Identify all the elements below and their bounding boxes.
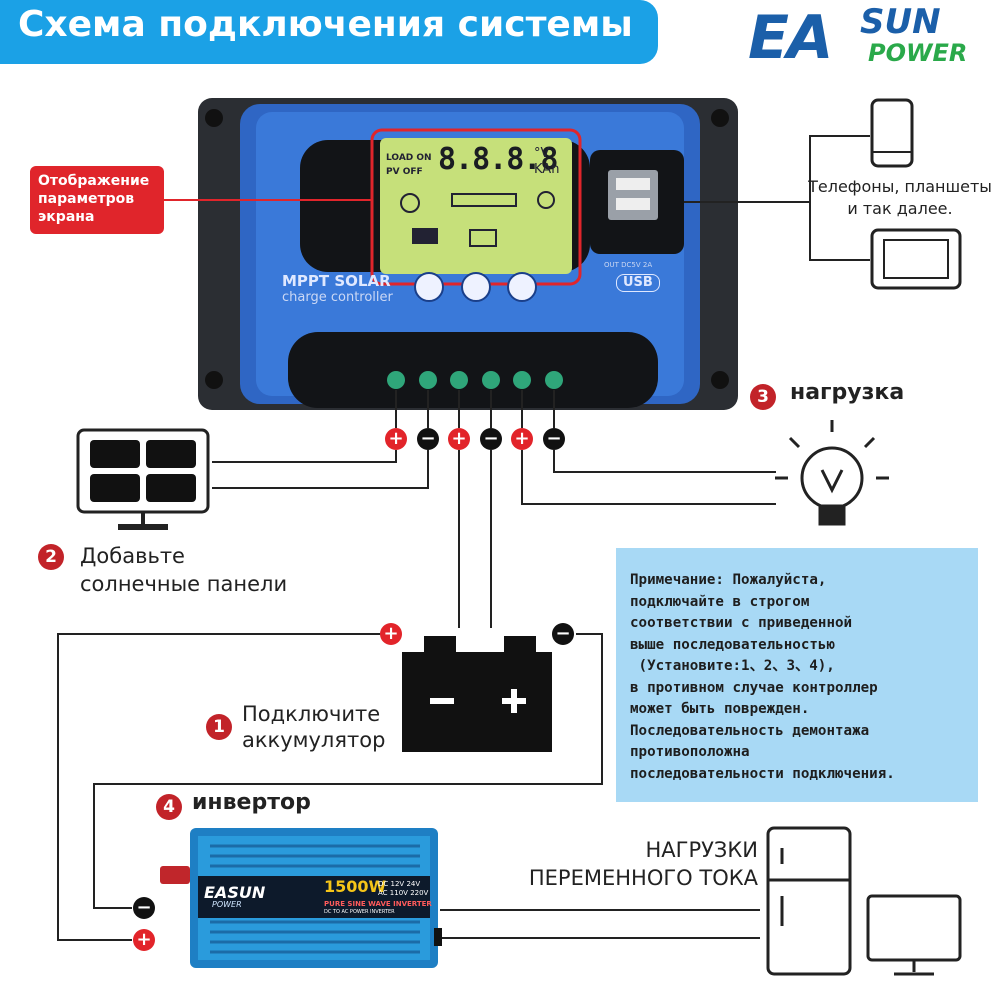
note-line: Примечание: Пожалуйста, [630,572,827,588]
usb-output-caption: OUT DC5V 2A [604,261,653,269]
spec-220v: 220V [410,889,429,897]
inverter-subtitle: PURE SINE WAVE INVERTER [324,900,432,908]
tv-icon [866,894,962,976]
terminal-panel-negative: − [417,428,439,450]
lcd-unit-kah: KAh [534,162,560,177]
phones-caption-line: Телефоны, планшеты [808,177,992,196]
refrigerator-icon [766,826,852,976]
lcd-digits: 8.8.8.8 [438,142,558,177]
lightbulb-icon [775,420,889,526]
lcd-load-on: LOAD ON [386,153,432,163]
solar-panel-icon [76,428,210,530]
spec-dc: DC [378,880,389,888]
note-line: в противном случае контроллер [630,679,878,696]
battery-positive-sign: + [380,623,402,645]
step-label-battery-line1: Подключите [242,702,381,726]
terminal-battery-negative: − [480,428,502,450]
note-line: выше последовательностью [630,636,835,653]
note-line: может быть поврежден. [630,701,810,717]
controller-model-title: MPPT SOLAR [282,272,391,290]
inverter-power: 1500W [324,877,387,896]
step-label-inverter: инвертор [192,790,311,815]
inverter-logo-sub: POWER [212,900,242,909]
inverter-subtitle2: DC TO AC POWER INVERTER [324,909,395,915]
inverter-spec-ac: AC 110V 220V [378,889,428,897]
inverter-negative-sign: − [133,897,155,919]
lcd-unit-v: °V [534,146,550,161]
display-callout-line: Отображение [38,173,150,189]
spec-12v: 12V [390,880,405,888]
ac-loads-line2: ПЕРЕМЕННОГО ТОКА [528,866,758,890]
spec-110v: 110V [389,889,408,897]
page-title: Схема подключения системы [18,4,633,45]
logo-sun-text: SUN [860,2,941,42]
step-label-battery-line2: аккумулятор [242,728,386,752]
step-badge-2: 2 [38,544,64,570]
tablet-icon [870,228,962,290]
terminal-battery-positive: + [448,428,470,450]
phone-icon [870,98,914,168]
phones-caption-line: и так далее. [847,199,953,218]
terminal-load-positive: + [511,428,533,450]
logo-ea-text: EA [748,3,833,73]
display-callout: Отображение параметров экрана [30,166,164,234]
step-label-panels-line2: солнечные панели [80,572,288,596]
lcd-pv-off: PV OFF [386,167,423,177]
display-callout-line: параметров [38,191,135,207]
step-label-panels-line1: Добавьте [80,544,185,568]
title-banner [0,0,658,64]
display-callout-line: экрана [38,209,95,225]
note-line: противоположна [630,744,750,760]
terminal-load-negative: − [543,428,565,450]
ac-loads-label: НАГРУЗКИ ПЕРЕМЕННОГО ТОКА [498,836,758,892]
step-badge-1: 1 [206,714,232,740]
battery-icon [402,636,552,752]
step-badge-3: 3 [750,384,776,410]
ac-loads-line1: НАГРУЗКИ [645,838,758,862]
note-line: соответствии с приведенной [630,615,853,631]
inverter-device [160,828,442,968]
terminal-panel-positive: + [385,428,407,450]
logo-power-text: POWER [868,39,968,67]
note-line: Последовательность демонтажа [630,722,870,739]
controller-model-subtitle: charge controller [282,290,393,305]
brand-logo: EA SUN POWER [748,2,988,76]
note-line: подключайте в строгом [630,593,810,610]
inverter-spec-dc: DC 12V 24V [378,880,420,888]
note-line: последовательности подключения. [630,765,895,782]
inverter-positive-sign: + [133,929,155,951]
step-badge-4: 4 [156,794,182,820]
warning-note: Примечание: Пожалуйста, подключайте в ст… [616,548,978,802]
usb-label: USB [616,274,660,292]
note-line: (Установите:1、2、3、4), [630,658,835,674]
inverter-logo: EASUN [204,883,266,902]
phones-caption: Телефоны, планшеты и так далее. [800,176,1000,220]
spec-24v: 24V [406,880,421,888]
step-label-load: нагрузка [790,380,905,405]
spec-ac: AC [378,889,388,897]
battery-negative-sign: − [552,623,574,645]
charge-controller [198,98,738,410]
